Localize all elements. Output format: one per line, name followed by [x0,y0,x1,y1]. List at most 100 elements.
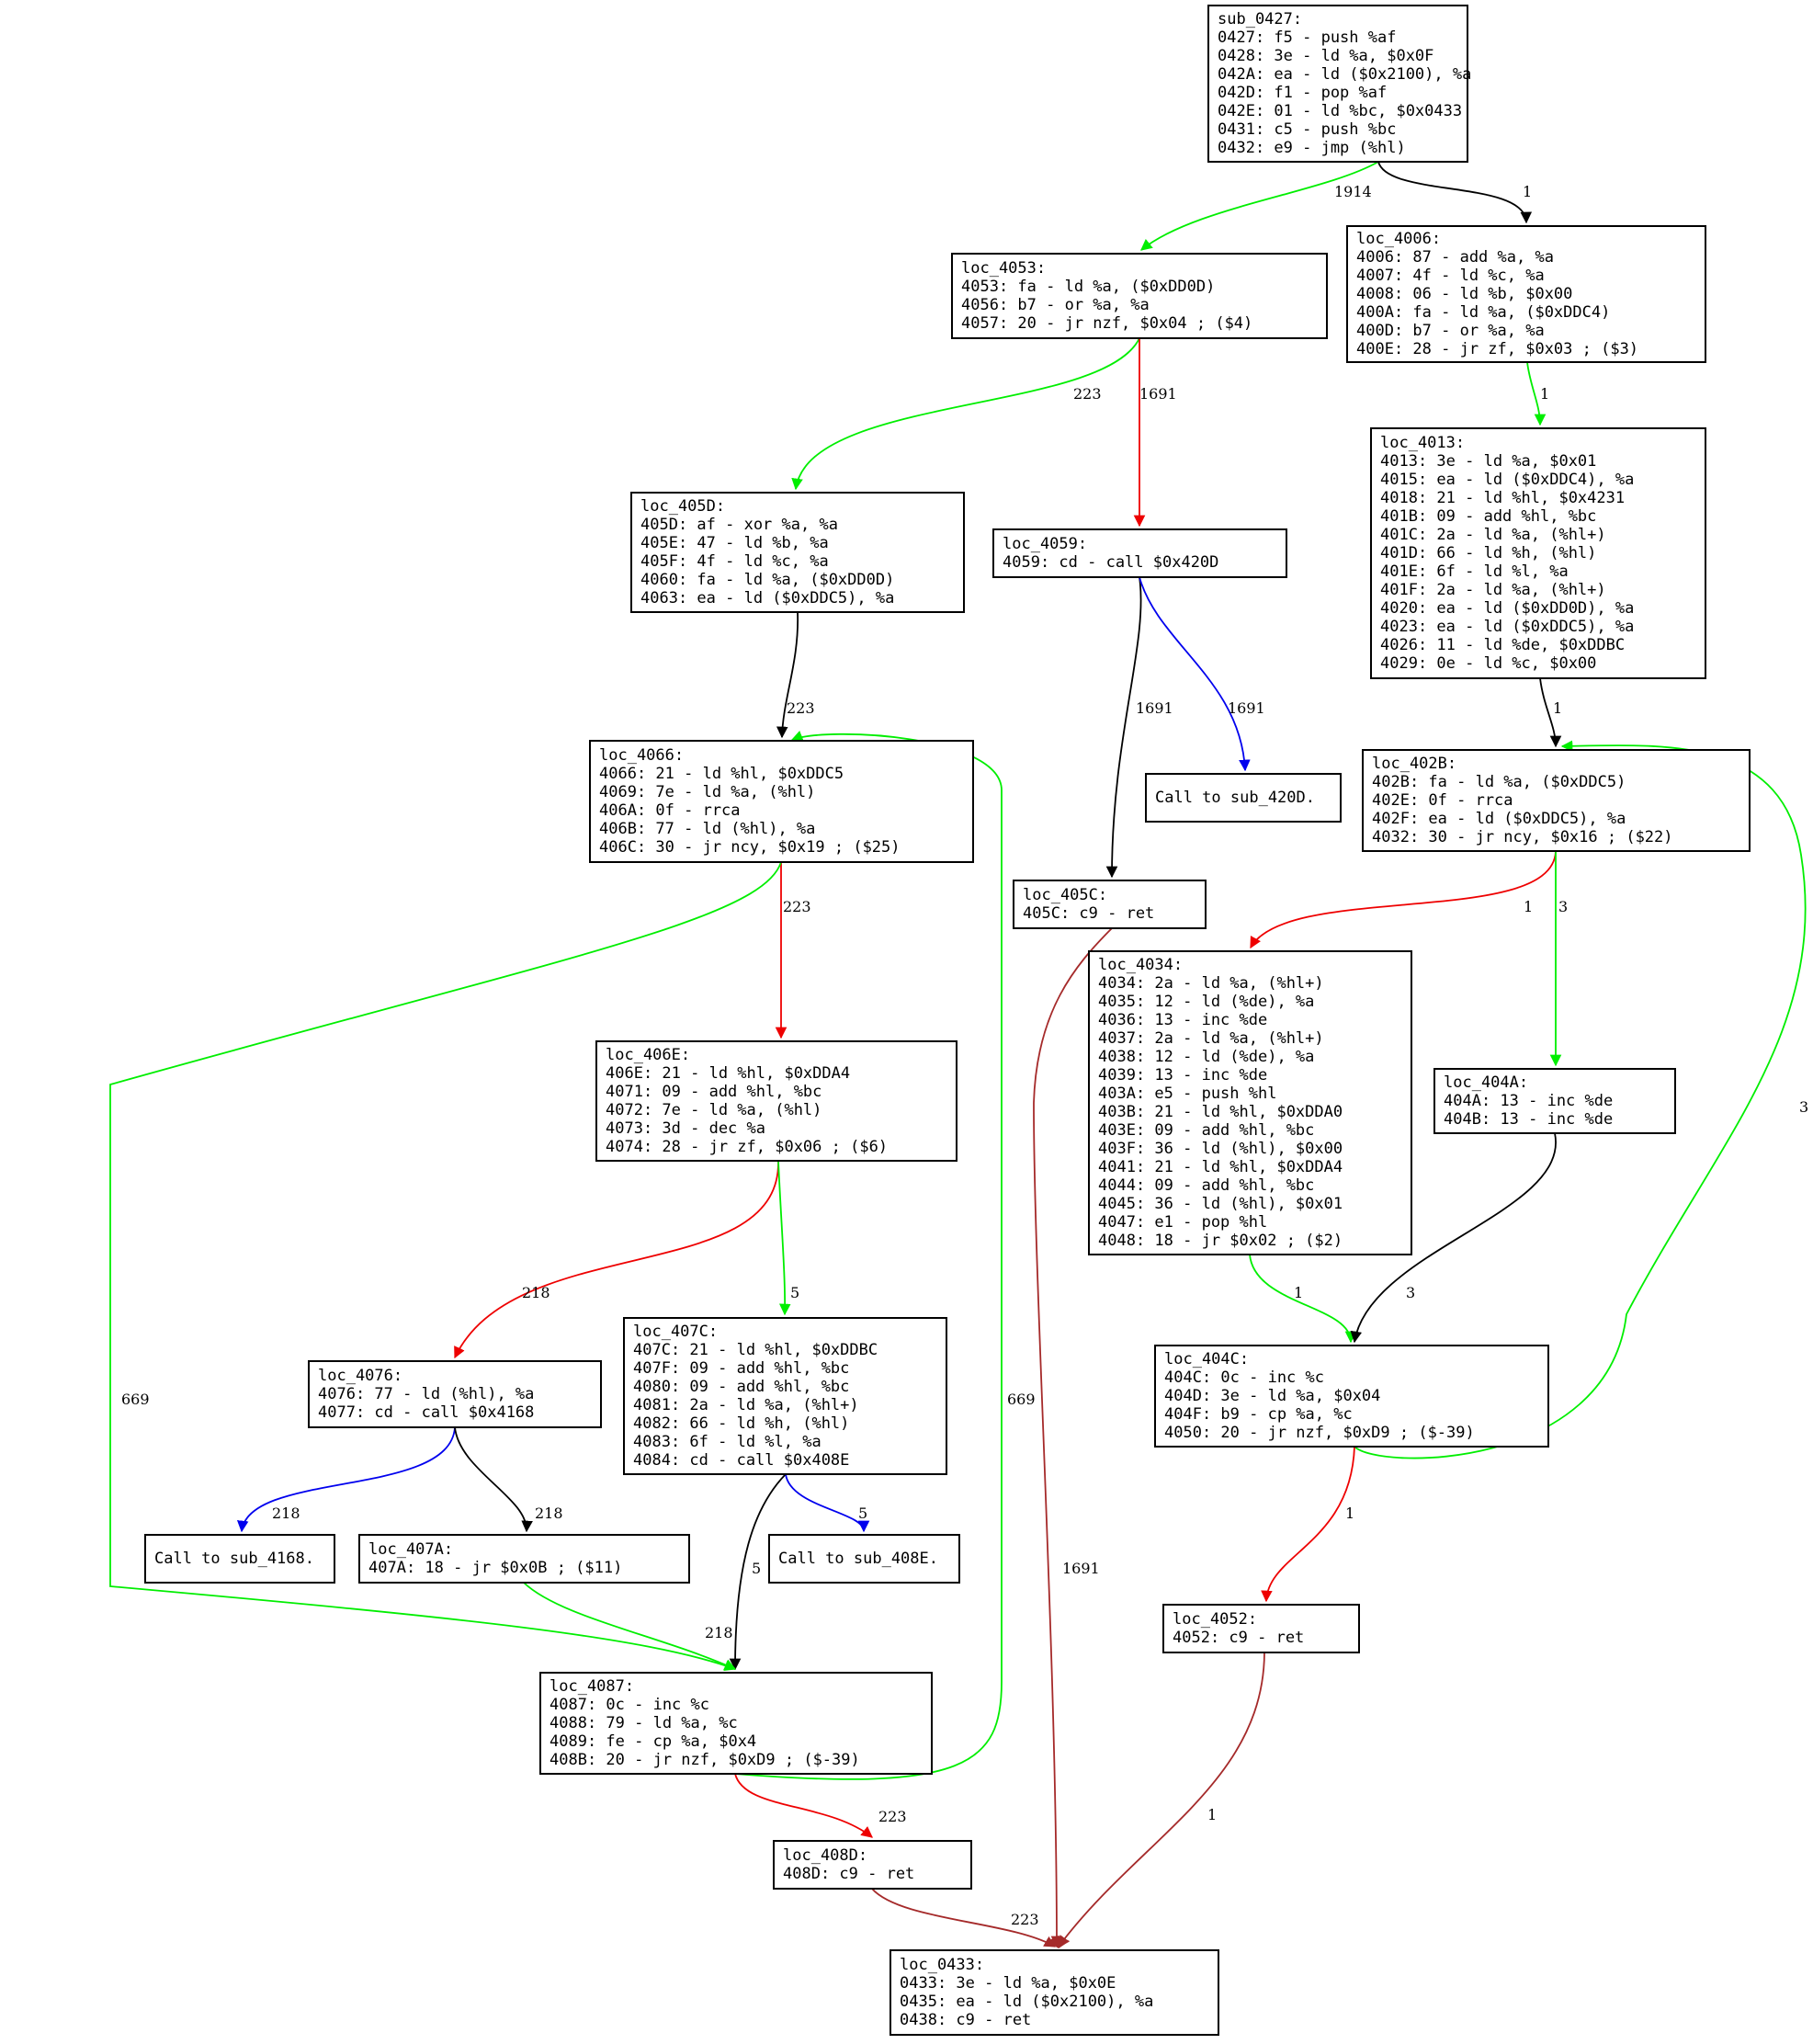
edge-label-loc_405D-to-loc_4066: 223 [787,699,815,717]
node-instruction: 4018: 21 - ld %hl, $0x4231 [1380,489,1625,507]
node-box [1162,1604,1360,1653]
node-instruction: 042E: 01 - ld %bc, $0x0433 [1218,102,1462,120]
edge-label-loc_4076-to-call_4168: 218 [272,1505,300,1522]
node-instruction: 4087: 0c - inc %c [550,1696,709,1714]
node-loc_408D: loc_408D: 408D: c9 - ret [773,1840,972,1890]
node-box [1433,1068,1676,1134]
node-instruction: 042D: f1 - pop %af [1218,84,1387,102]
edge-loc_407C-to-call_408E [785,1473,870,1533]
edge-loc_4006-to-loc_4013 [1526,361,1547,426]
node-instruction: 4074: 28 - jr zf, $0x06 ; ($6) [606,1138,888,1156]
node-instruction: 4069: 7e - ld %a, (%hl) [599,783,815,801]
edge-label-loc_4034-to-loc_404C: 1 [1294,1284,1303,1301]
node-instruction: 403F: 36 - ld (%hl), $0x00 [1098,1140,1343,1158]
edge-label-loc_4006-to-loc_4013: 1 [1540,385,1549,403]
node-instruction: 4034: 2a - ld %a, (%hl+) [1098,974,1324,993]
node-instruction: 0428: 3e - ld %a, $0x0F [1218,47,1433,65]
node-instruction: 4053: fa - ld %a, ($0xDD0D) [961,278,1215,296]
node-box [768,1534,960,1584]
node-title: loc_4066: [599,746,684,765]
node-instruction: 402B: fa - ld %a, ($0xDDC5) [1372,773,1626,791]
node-loc_4059: loc_4059: 4059: cd - call $0x420D [992,528,1287,578]
node-title: Call to sub_420D. [1155,789,1315,807]
node-instruction: 4023: ea - ld ($0xDDC5), %a [1380,618,1634,636]
node-instruction: 404A: 13 - inc %de [1444,1092,1613,1110]
node-instruction: 4015: ea - ld ($0xDDC4), %a [1380,471,1634,489]
node-loc_4076: loc_4076: 4076: 77 - ld (%hl), %a 4077: … [308,1360,602,1428]
node-instruction: 0438: c9 - ret [900,2011,1031,2029]
node-title: loc_4052: [1173,1610,1257,1629]
node-instruction: 4035: 12 - ld (%de), %a [1098,993,1314,1011]
edge-label-loc_4087-to-loc_4066: 669 [1007,1391,1036,1408]
node-instruction: 0433: 3e - ld %a, $0x0E [900,1974,1116,1993]
node-instruction: 4063: ea - ld ($0xDDC5), %a [640,589,894,608]
edge-label-loc_402B-to-loc_404A: 3 [1558,898,1568,915]
node-box [1362,749,1751,852]
edge-label-loc_4052-to-loc_0433: 1 [1207,1806,1217,1823]
node-title: loc_405C: [1023,886,1107,904]
edge-loc_406E-to-loc_407C [777,1160,791,1316]
node-instruction: 4059: cd - call $0x420D [1003,553,1218,572]
node-instruction: 4073: 3d - dec %a [606,1119,765,1138]
node-loc_4066: loc_4066: 4066: 21 - ld %hl, $0xDDC5 406… [589,740,974,863]
node-instruction: 4037: 2a - ld %a, (%hl+) [1098,1029,1324,1048]
node-instruction: 0432: e9 - jmp (%hl) [1218,139,1406,157]
node-instruction: 042A: ea - ld ($0x2100), %a [1218,65,1471,84]
edge-label-loc_406E-to-loc_407C: 5 [790,1284,799,1301]
node-instruction: 400D: b7 - or %a, %a [1356,322,1545,340]
node-instruction: 401F: 2a - ld %a, (%hl+) [1380,581,1606,599]
edge-label-loc_4087-to-loc_408D: 223 [878,1808,907,1825]
node-box [589,740,974,863]
node-loc_4006: loc_4006: 4006: 87 - add %a, %a 4007: 4f… [1346,225,1706,363]
node-title: loc_4076: [318,1367,402,1385]
node-instruction: 405F: 4f - ld %c, %a [640,552,829,571]
node-instruction: 0435: ea - ld ($0x2100), %a [900,1993,1153,2011]
edge-label-loc_4053-to-loc_405D: 223 [1073,385,1102,403]
node-instruction: 4050: 20 - jr nzf, $0xD9 ; ($-39) [1164,1424,1475,1442]
edge-loc_405C-to-loc_0433 [1033,927,1113,1948]
edge-loc_4053-to-loc_405D [791,337,1140,491]
node-instruction: 403E: 09 - add %hl, %bc [1098,1121,1314,1140]
edge-label-loc_4066-to-loc_406E: 223 [783,898,811,915]
merge-arrowhead [1048,1936,1070,1948]
node-instruction: 4083: 6f - ld %l, %a [633,1433,822,1451]
node-instruction: 4060: fa - ld %a, ($0xDD0D) [640,571,894,589]
node-instruction: 4056: b7 - or %a, %a [961,296,1150,314]
node-instruction: 4045: 36 - ld (%hl), $0x01 [1098,1195,1343,1213]
node-instruction: 4052: c9 - ret [1173,1629,1304,1647]
edge-loc_402B-to-loc_4034 [1250,850,1557,949]
node-box [1207,5,1468,163]
edge-loc_405D-to-loc_4066 [776,611,799,739]
node-loc_404C: loc_404C: 404C: 0c - inc %c 404D: 3e - l… [1154,1345,1549,1448]
node-instruction: 4081: 2a - ld %a, (%hl+) [633,1396,859,1414]
node-instruction: 406C: 30 - jr ncy, $0x19 ; ($25) [599,838,901,857]
node-loc_405C: loc_405C: 405C: c9 - ret [1013,880,1207,929]
node-instruction: 401C: 2a - ld %a, (%hl+) [1380,526,1606,544]
edge-label-sub_0427-to-loc_4006: 1 [1523,183,1532,200]
edge-loc_408D-to-loc_0433 [871,1888,1057,1947]
node-instruction: 403A: e5 - push %hl [1098,1084,1276,1103]
edge-label-sub_0427-to-loc_4053: 1914 [1334,183,1372,200]
edge-sub_0427-to-loc_4053 [1140,161,1379,251]
edge-loc_4013-to-loc_402B [1539,677,1562,748]
node-box [630,492,965,613]
edge-label-loc_405C-to-loc_0433: 1691 [1062,1560,1100,1577]
node-title: loc_4059: [1003,535,1087,553]
edge-label-loc_4066-to-loc_4087: 669 [121,1391,150,1408]
node-box [1013,880,1207,929]
node-instruction: 4007: 4f - ld %c, %a [1356,267,1545,285]
node-title: loc_4006: [1356,230,1441,248]
node-instruction: 4084: cd - call $0x408E [633,1451,849,1470]
edge-label-loc_4059-to-loc_405C: 1691 [1136,699,1173,717]
node-title: loc_0433: [900,1956,984,1974]
node-instruction: 4089: fe - cp %a, $0x4 [550,1732,756,1751]
node-loc_405D: loc_405D: 405D: af - xor %a, %a 405E: 47… [630,492,965,613]
edge-label-loc_408D-to-loc_0433: 223 [1011,1911,1039,1928]
node-instruction: 404C: 0c - inc %c [1164,1368,1324,1387]
node-instruction: 4041: 21 - ld %hl, $0xDDA4 [1098,1158,1343,1176]
node-title: loc_4034: [1098,956,1183,974]
edge-label-loc_407A-to-loc_4087: 218 [705,1624,733,1641]
node-instruction: 402F: ea - ld ($0xDDC5), %a [1372,810,1626,828]
